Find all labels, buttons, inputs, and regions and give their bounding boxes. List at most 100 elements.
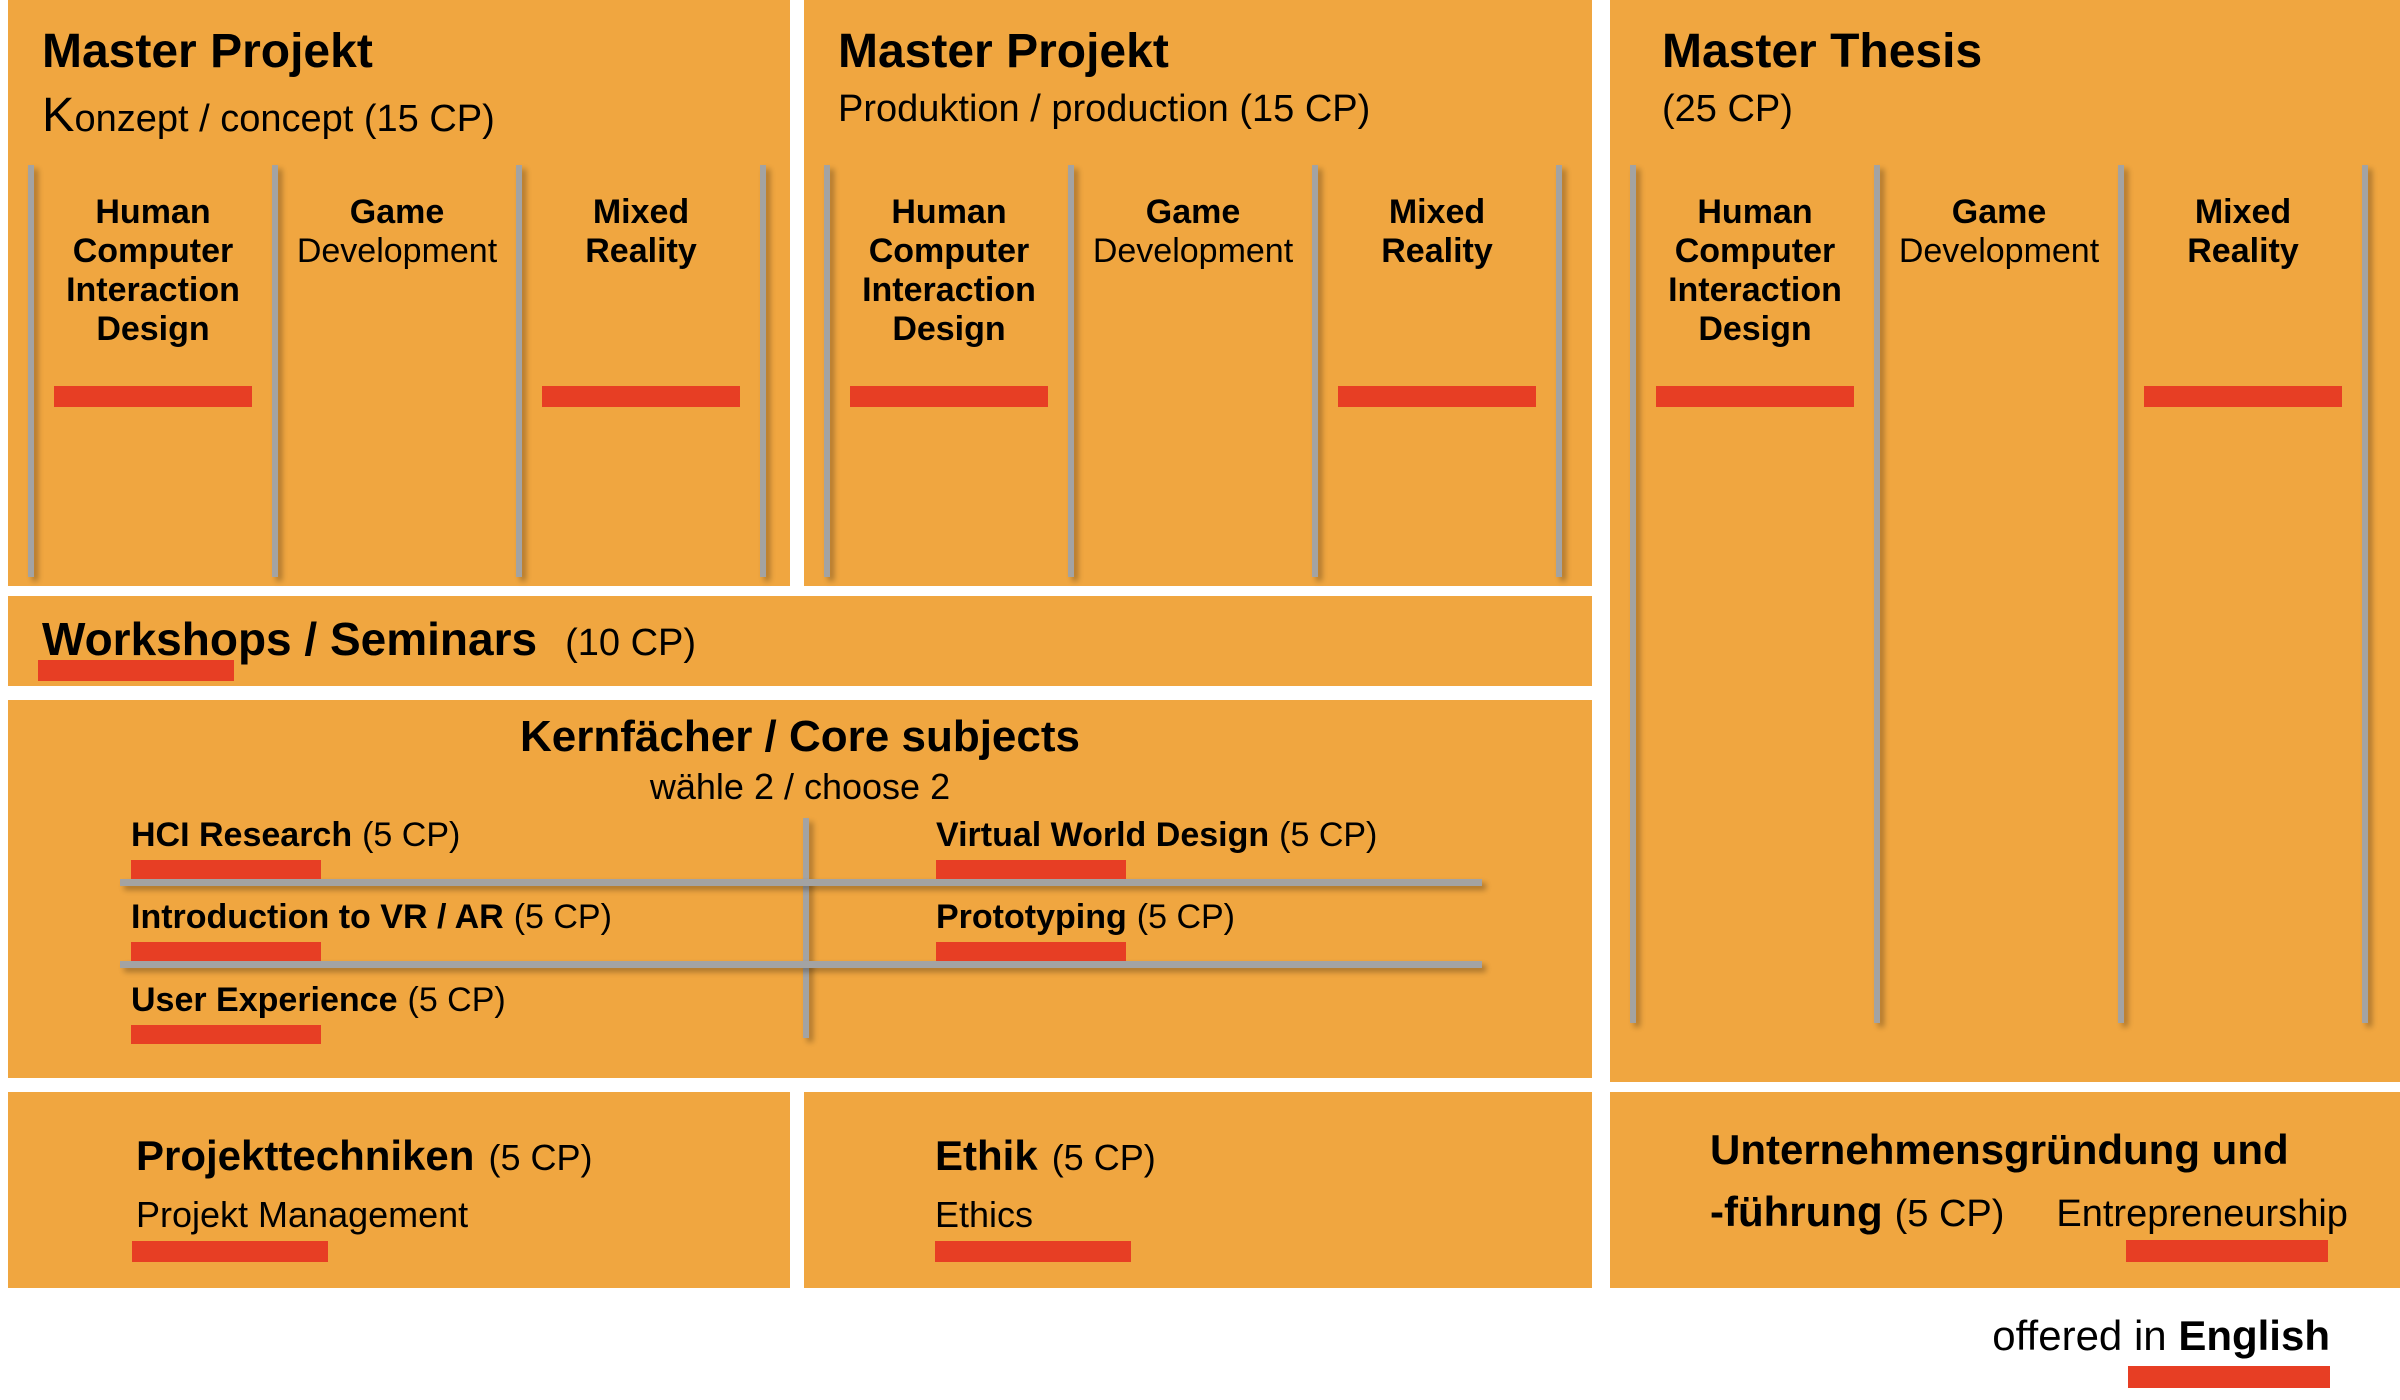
column-label: Human Computer Interaction Design (1668, 193, 1842, 348)
column-divider-line (1630, 165, 1636, 1023)
entrepreneurship-label: Entrepreneurship (2056, 1193, 2348, 1235)
offered-in-english-marker (1656, 386, 1854, 407)
offered-in-english-marker (936, 860, 1126, 879)
subject-credits: (5 CP) (1279, 816, 1378, 854)
workshops-credits: (10 CP) (565, 622, 697, 664)
legend-emphasis: English (2178, 1312, 2330, 1359)
core-subjects-title: Kernfächer / Core subjects (520, 712, 1080, 761)
panel-title: Master Thesis (1662, 25, 1983, 78)
offered-in-english-marker (2144, 386, 2342, 407)
subject-name: HCI Research (131, 816, 353, 854)
panel-ethik: Ethik(5 CP) Ethics (804, 1092, 1592, 1288)
column-divider-line (824, 165, 830, 577)
subject-name: User Experience (131, 981, 398, 1019)
column-game-development: Game Development (1880, 193, 2118, 271)
offered-in-english-marker (850, 386, 1048, 407)
title-text: -führung (1710, 1188, 1883, 1235)
panel-title: Ethik(5 CP) (935, 1132, 1156, 1180)
column-label: Game (349, 193, 445, 231)
column-divider-line (1068, 165, 1074, 577)
column-divider-line (1312, 165, 1318, 577)
core-subject-hci-research: HCI Research(5 CP) (131, 816, 460, 855)
subject-name: Prototyping (936, 898, 1127, 936)
column-hci-design: Human Computer Interaction Design (34, 193, 272, 349)
column-label: Mixed Reality (2187, 193, 2299, 270)
panel-subtitle: Produktion / production (15 CP) (838, 88, 1371, 130)
workshops-title: Workshops / Seminars (42, 613, 538, 665)
legend-offered-in-english: offered in English (1600, 1312, 2330, 1360)
column-game-development: Game Development (278, 193, 516, 271)
column-divider-line (272, 165, 278, 577)
core-row-divider-line (120, 879, 1482, 886)
subject-name: Virtual World Design (936, 816, 1270, 854)
panel-title: Workshops / Seminars (10 CP) (42, 612, 696, 666)
column-label: Game (1145, 193, 1241, 231)
column-mixed-reality: Mixed Reality (2124, 193, 2362, 271)
offered-in-english-marker (2126, 1240, 2328, 1262)
subject-credits: (5 CP) (1136, 898, 1235, 936)
column-hci-design: Human Computer Interaction Design (830, 193, 1068, 349)
column-label: Mixed Reality (1381, 193, 1493, 270)
offered-in-english-marker (2128, 1366, 2330, 1388)
core-subject-intro-vr-ar: Introduction to VR / AR(5 CP) (131, 898, 612, 937)
panel-workshops-seminars: Workshops / Seminars (10 CP) (8, 596, 1592, 686)
column-mixed-reality: Mixed Reality (1318, 193, 1556, 271)
column-divider-line (516, 165, 522, 577)
title-credits: (5 CP) (488, 1137, 593, 1178)
subject-credits: (5 CP) (407, 981, 506, 1019)
core-subject-virtual-world-design: Virtual World Design(5 CP) (936, 816, 1377, 855)
panel-subtitle: Konzept / concept (15 CP) (42, 88, 495, 142)
column-divider-line (1874, 165, 1880, 1023)
column-label: Human Computer Interaction Design (862, 193, 1036, 348)
column-label: Game (1951, 193, 2047, 231)
panel-title-line1: Unternehmensgründung und (1710, 1126, 2289, 1173)
subject-name: Introduction to VR / AR (131, 898, 504, 936)
column-label: Development (1092, 232, 1294, 270)
column-divider-line (760, 165, 766, 577)
panel-master-projekt-produktion: Master Projekt Produktion / production (… (804, 0, 1592, 586)
column-game-development: Game Development (1074, 193, 1312, 271)
offered-in-english-marker (38, 660, 234, 681)
offered-in-english-marker (131, 942, 321, 961)
column-hci-design: Human Computer Interaction Design (1636, 193, 1874, 349)
core-subject-prototyping: Prototyping(5 CP) (936, 898, 1235, 937)
offered-in-english-marker (936, 942, 1126, 961)
offered-in-english-marker (1338, 386, 1536, 407)
core-row-divider-line (120, 961, 1482, 968)
core-subjects-subtitle: wähle 2 / choose 2 (649, 766, 951, 807)
offered-in-english-marker (131, 860, 321, 879)
panel-master-thesis: Master Thesis (25 CP) Human Computer Int… (1610, 0, 2400, 1082)
column-divider-line (2362, 165, 2368, 1023)
subject-credits: (5 CP) (362, 816, 461, 854)
column-label: Development (296, 232, 498, 270)
column-divider-line (2118, 165, 2124, 1023)
offered-in-english-marker (542, 386, 740, 407)
panel-title-line2: -führung (5 CP) Entrepreneurship (1710, 1188, 2348, 1236)
offered-in-english-marker (54, 386, 252, 407)
column-label: Human Computer Interaction Design (66, 193, 240, 348)
title-credits: (5 CP) (1894, 1193, 2005, 1235)
panel-projekttechniken: Projekttechniken(5 CP) Projekt Managemen… (8, 1092, 790, 1288)
panel-title: Master Projekt (838, 25, 1169, 78)
column-mixed-reality: Mixed Reality (522, 193, 760, 271)
legend-text: offered in (1992, 1312, 2167, 1359)
panel-unternehmensgruendung: Unternehmensgründung und -führung (5 CP) E… (1610, 1092, 2400, 1288)
panel-title: Projekttechniken(5 CP) (136, 1132, 592, 1180)
panel-subtitle: (25 CP) (1662, 88, 1793, 130)
panel-master-projekt-konzept: Master Projekt Konzept / concept (15 CP)… (8, 0, 790, 586)
column-divider-line (1556, 165, 1562, 577)
offered-in-english-marker (132, 1241, 328, 1262)
panel-subtitle: Ethics (935, 1194, 1034, 1235)
panel-core-subjects: Kernfächer / Core subjects wähle 2 / cho… (8, 700, 1592, 1078)
column-divider-line (28, 165, 34, 577)
subject-credits: (5 CP) (513, 898, 612, 936)
panel-title: Master Projekt (42, 25, 373, 78)
offered-in-english-marker (131, 1025, 321, 1044)
column-label: Mixed Reality (585, 193, 697, 270)
core-column-divider-line (803, 818, 809, 1038)
offered-in-english-marker (935, 1241, 1131, 1262)
column-label: Development (1898, 232, 2100, 270)
title-text: Ethik (935, 1132, 1038, 1179)
core-subject-user-experience: User Experience(5 CP) (131, 981, 506, 1020)
